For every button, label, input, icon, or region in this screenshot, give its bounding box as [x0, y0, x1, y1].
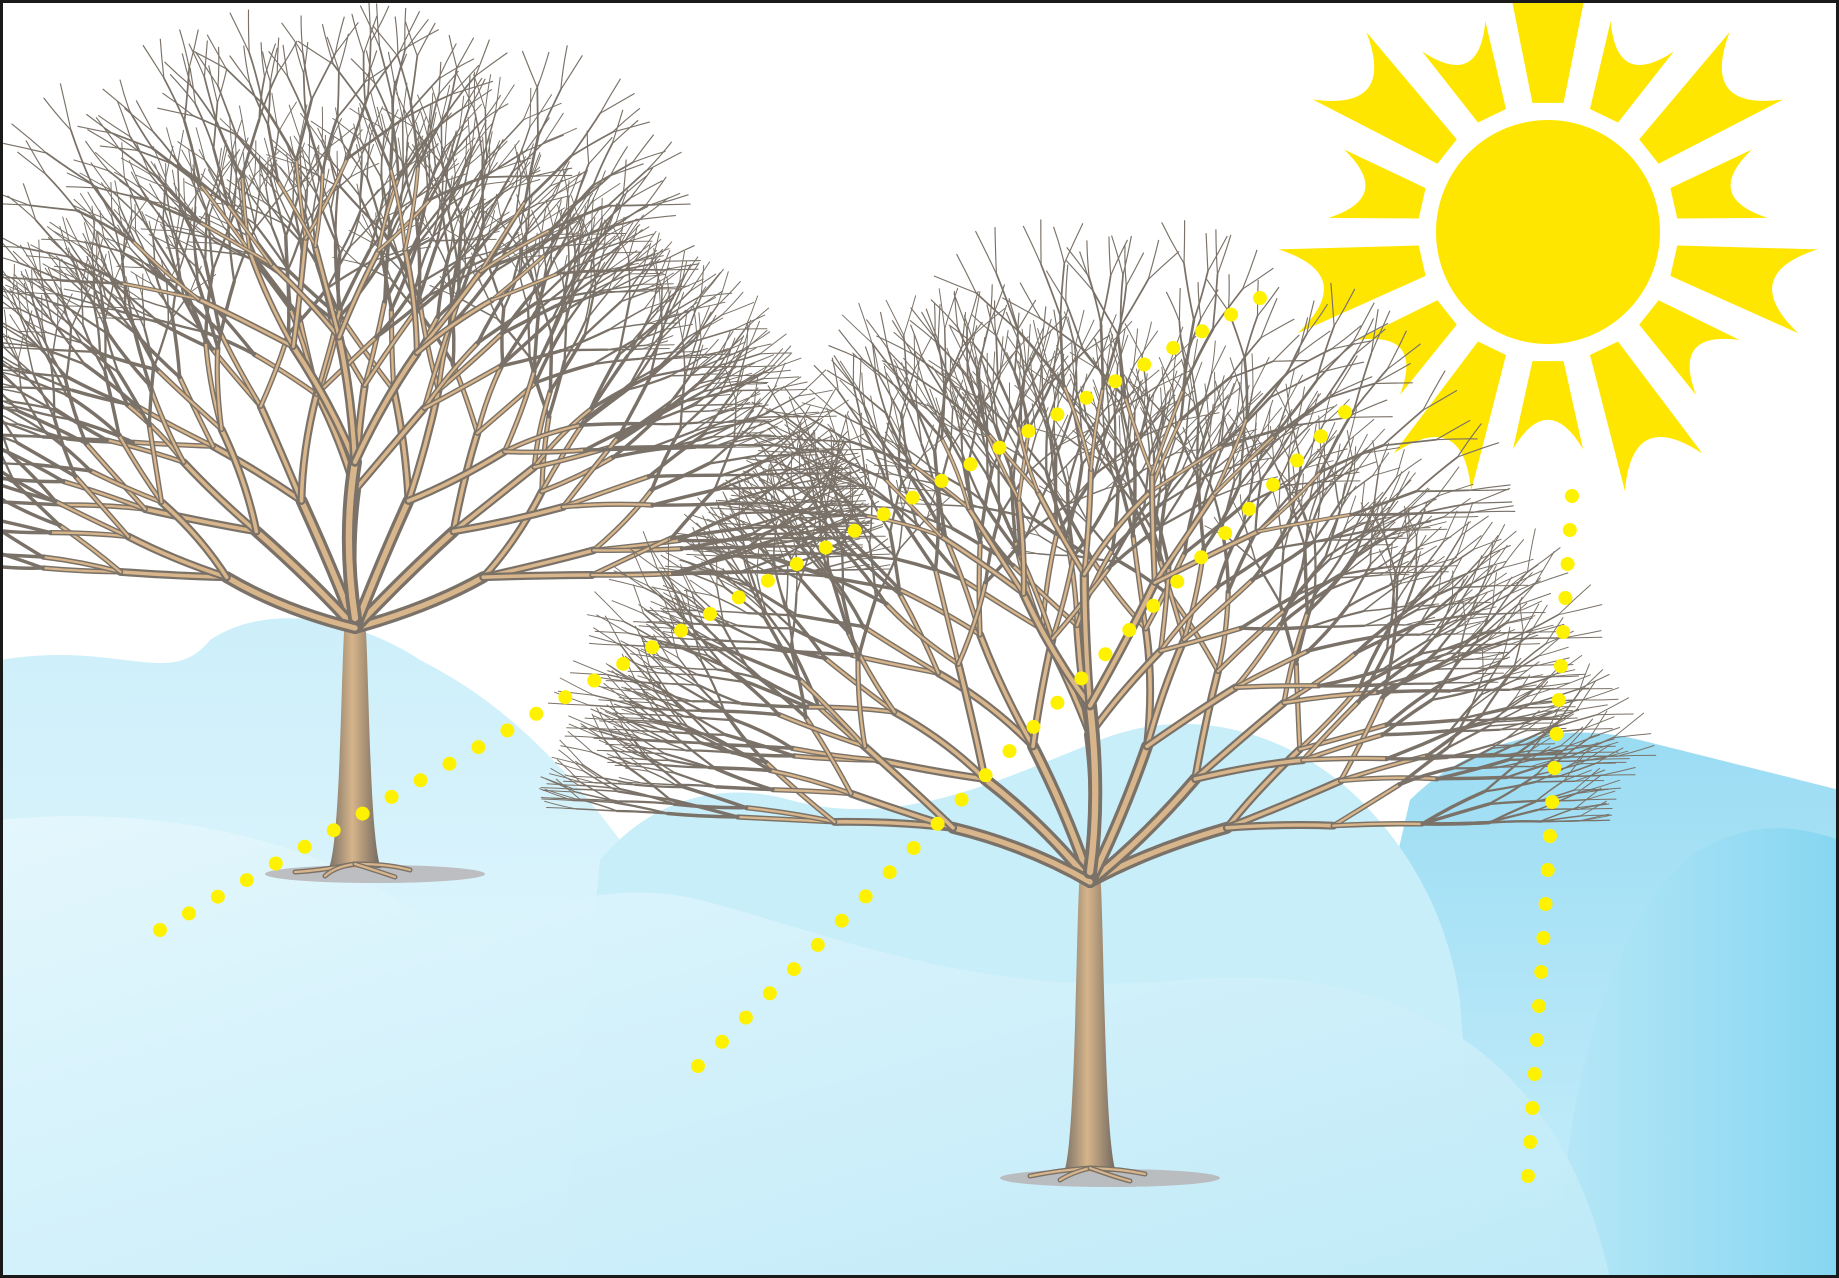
ray-dot — [500, 723, 514, 737]
ray-dot — [1539, 897, 1553, 911]
ray-dot — [1137, 358, 1151, 372]
ray-dot — [1314, 429, 1328, 443]
ray-dot — [1146, 599, 1160, 613]
ray-dot — [1224, 308, 1238, 322]
ray-dot — [1558, 591, 1572, 605]
ray-dot — [1122, 623, 1136, 637]
ray-dot — [1266, 478, 1280, 492]
ray-dot — [761, 574, 775, 588]
ray-dot — [1532, 999, 1546, 1013]
ray-dot — [645, 640, 659, 654]
ray-dot — [1195, 324, 1209, 338]
ray-dot — [732, 590, 746, 604]
ray-dot — [859, 889, 873, 903]
ray-dot — [1554, 659, 1568, 673]
ray-dot — [1523, 1135, 1537, 1149]
ray-dot — [153, 923, 167, 937]
ray-dot — [1521, 1169, 1535, 1183]
ray-dot — [182, 906, 196, 920]
ray-dot — [703, 607, 717, 621]
ray-dot — [1338, 405, 1352, 419]
ray-dot — [1253, 291, 1267, 305]
ray-dot — [787, 962, 801, 976]
ray-dot — [327, 823, 341, 837]
ray-dot — [616, 657, 630, 671]
ray-dot — [587, 674, 601, 688]
ray-dot — [558, 690, 572, 704]
ray-dot — [1021, 424, 1035, 438]
ray-dot — [1545, 795, 1559, 809]
ray-dot — [1027, 720, 1041, 734]
ray-dot — [993, 441, 1007, 455]
ray-dot — [835, 914, 849, 928]
ray-dot — [691, 1059, 705, 1073]
ray-dot — [269, 857, 283, 871]
ray-dot — [739, 1011, 753, 1025]
ray-dot — [1050, 696, 1064, 710]
ray-dot — [819, 541, 833, 555]
ray-dot — [935, 474, 949, 488]
ray-dot — [955, 793, 969, 807]
sun-disc — [1436, 120, 1660, 344]
ray-dot — [848, 524, 862, 538]
ray-dot — [1541, 863, 1555, 877]
ray-dot — [964, 457, 978, 471]
ray-dot — [907, 841, 921, 855]
ray-dot — [1050, 407, 1064, 421]
ray-dot — [1536, 931, 1550, 945]
ray-dot — [1170, 575, 1184, 589]
ray-dot — [356, 807, 370, 821]
ray-dot — [1547, 761, 1561, 775]
ray-dot — [529, 707, 543, 721]
ray-dot — [1561, 557, 1575, 571]
ray-dot — [1530, 1033, 1544, 1047]
ray-dot — [763, 986, 777, 1000]
ray-dot — [674, 624, 688, 638]
ray-dot — [1556, 625, 1570, 639]
ray-dot — [1242, 502, 1256, 516]
ray-dot — [414, 773, 428, 787]
ray-dot — [1166, 341, 1180, 355]
ray-dot — [877, 507, 891, 521]
ray-dot — [883, 865, 897, 879]
ray-dot — [1528, 1067, 1542, 1081]
ray-dot — [1565, 489, 1579, 503]
ray-dot — [385, 790, 399, 804]
ray-dot — [1108, 374, 1122, 388]
ray-dot — [298, 840, 312, 854]
ray-dot — [1218, 526, 1232, 540]
ray-dot — [790, 557, 804, 571]
ray-dot — [1074, 671, 1088, 685]
ray-dot — [1552, 693, 1566, 707]
ray-dot — [811, 938, 825, 952]
ray-dot — [906, 491, 920, 505]
ray-dot — [1550, 727, 1564, 741]
ray-dot — [931, 817, 945, 831]
ray-dot — [1525, 1101, 1539, 1115]
ray-dot — [1003, 744, 1017, 758]
ray-dot — [715, 1035, 729, 1049]
ray-dot — [1543, 829, 1557, 843]
ray-dot — [240, 873, 254, 887]
ray-dot — [979, 768, 993, 782]
ray-dot — [1534, 965, 1548, 979]
ray-dot — [1098, 647, 1112, 661]
ray-dot — [1079, 391, 1093, 405]
ray-dot — [1563, 523, 1577, 537]
ray-dot — [443, 757, 457, 771]
ray-dot — [1194, 550, 1208, 564]
ray-dot — [1290, 453, 1304, 467]
ray-dot — [211, 890, 225, 904]
ray-dot — [471, 740, 485, 754]
